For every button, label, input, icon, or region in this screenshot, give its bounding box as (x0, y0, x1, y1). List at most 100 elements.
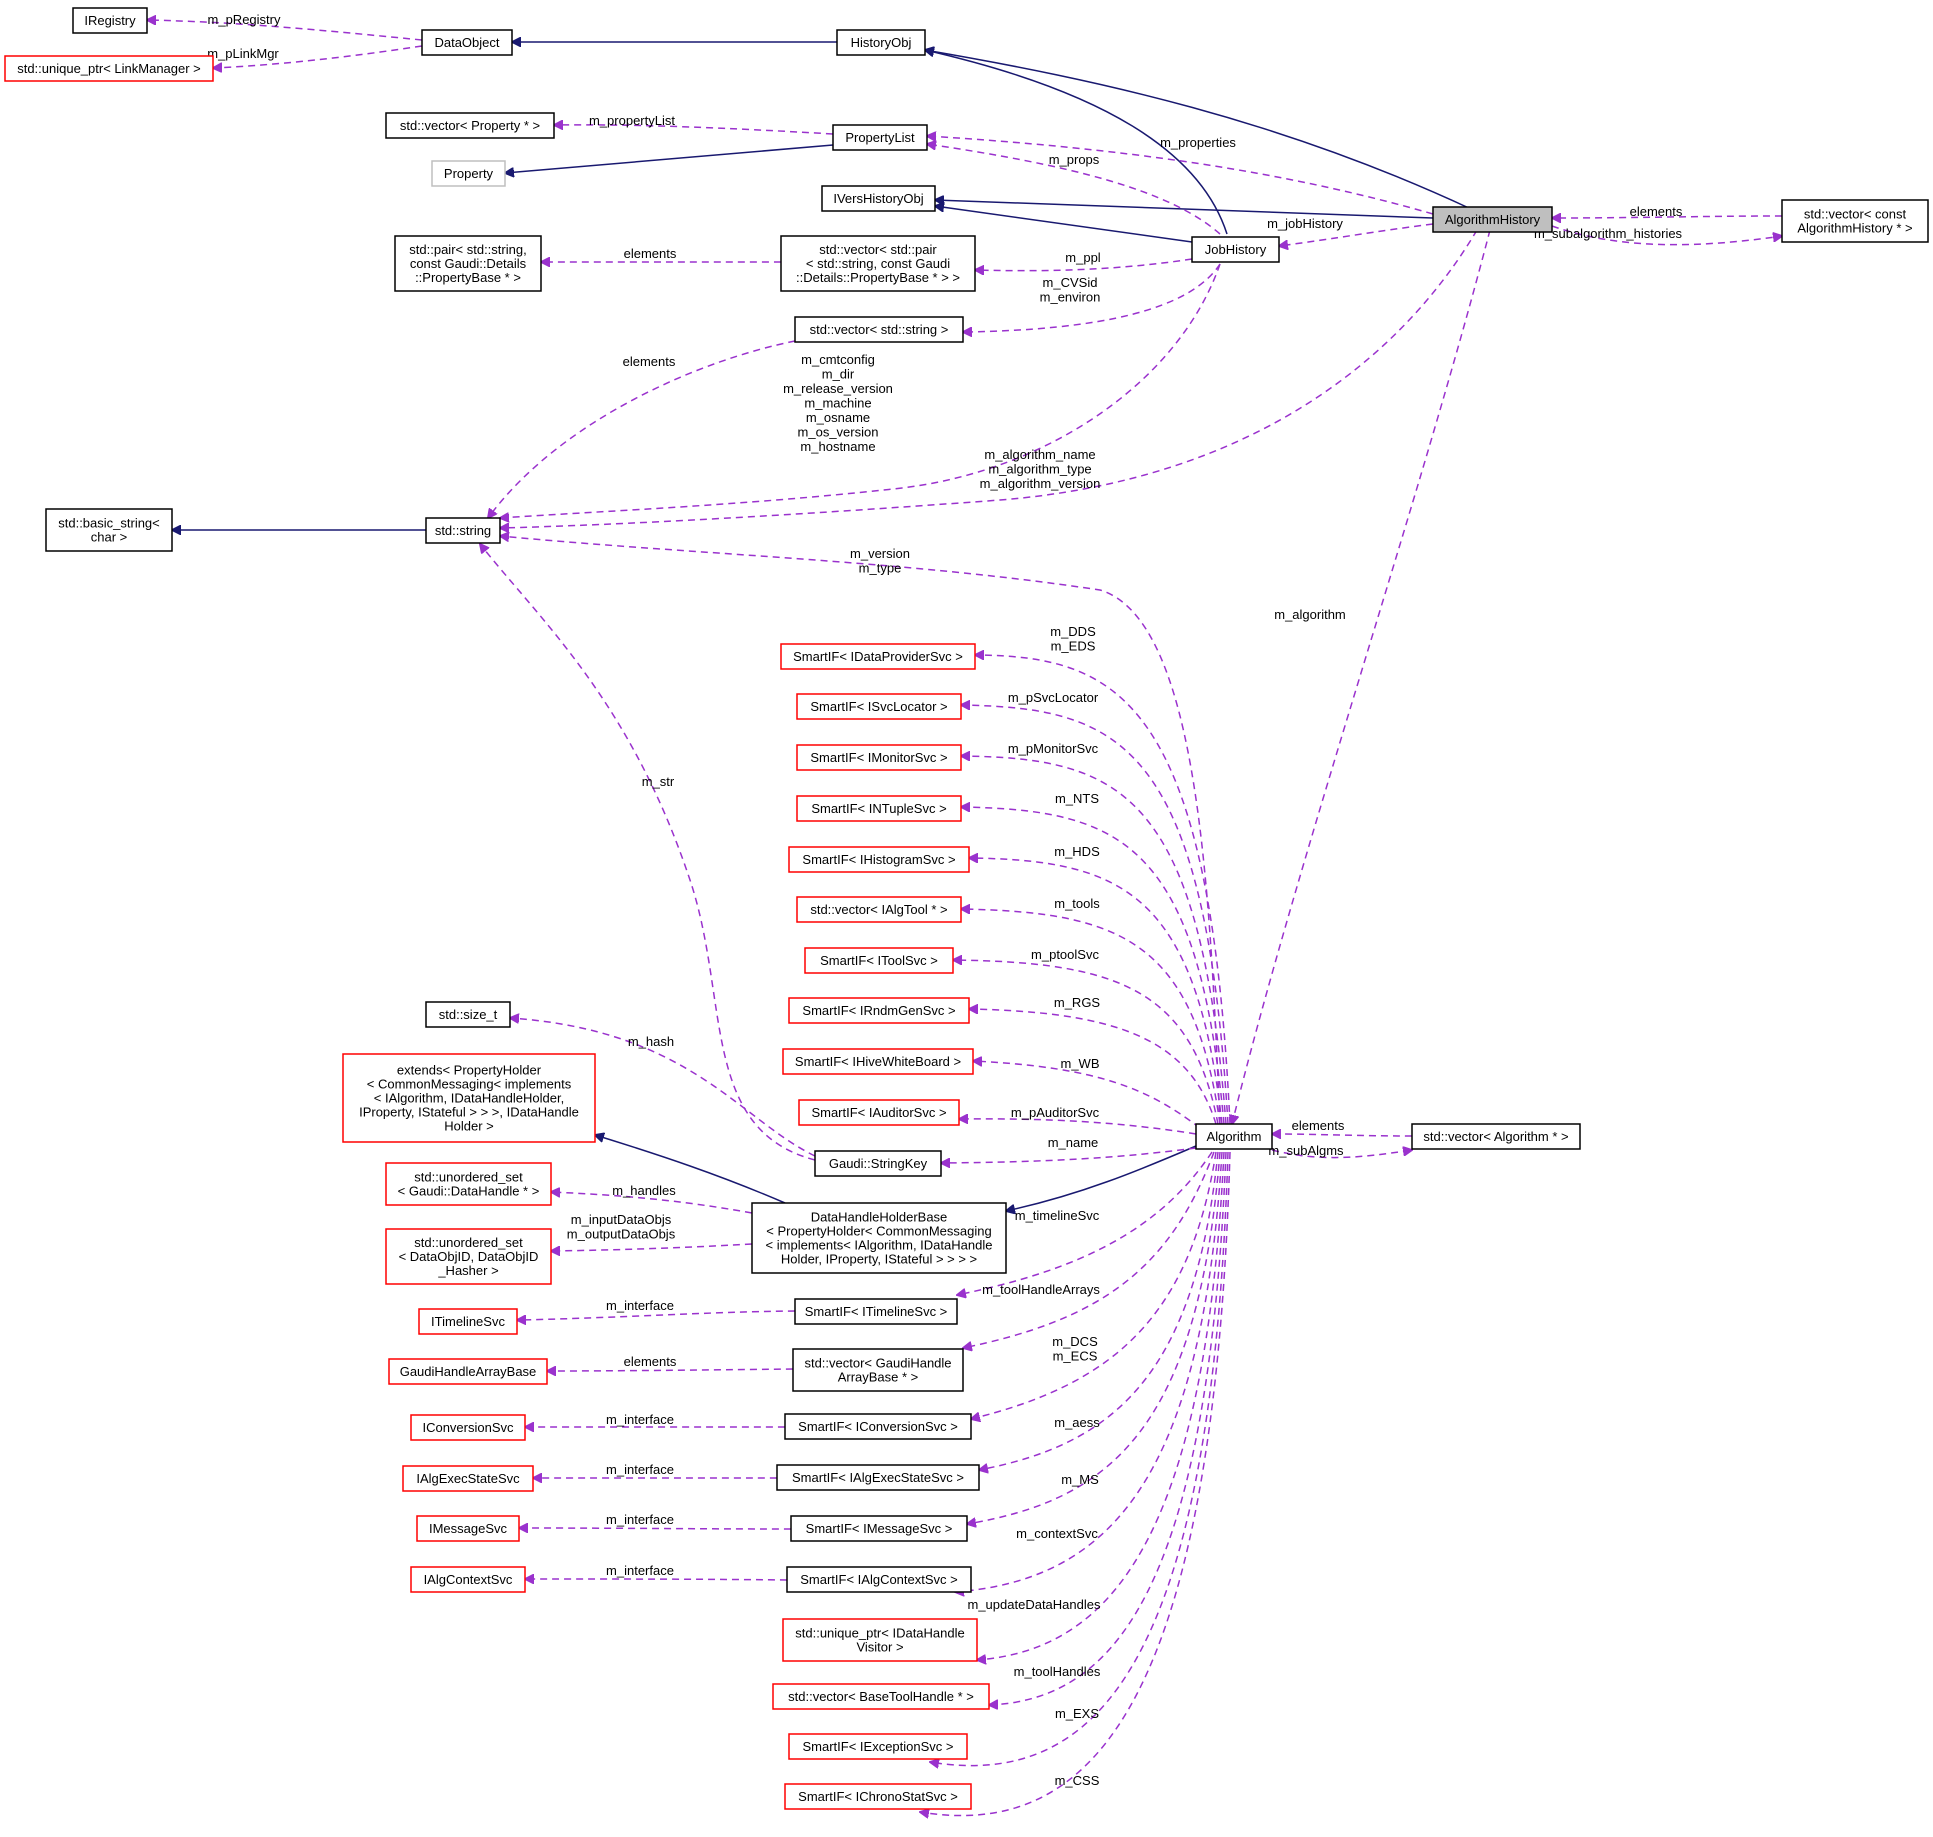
class-node-propertylist[interactable]: PropertyList (832, 124, 928, 151)
class-node-unordered-set-dataobjid[interactable]: std::unordered_set< DataObjID, DataObjID… (385, 1228, 552, 1285)
edge-label-line: m_MS (1061, 1472, 1099, 1487)
class-node-std-string[interactable]: std::string (425, 517, 501, 544)
class-node-iconversionsvc[interactable]: IConversionSvc (410, 1414, 526, 1441)
edge-label-m-interface-conversion: m_interface (606, 1412, 674, 1427)
class-node-gaudi-stringkey[interactable]: Gaudi::StringKey (814, 1150, 942, 1177)
edge-sifalgcontext-to-ialgcontextsvc: m_interface (525, 1563, 788, 1580)
edge-label-line: m_interface (606, 1298, 674, 1313)
class-node-historyobj[interactable]: HistoryObj (836, 29, 926, 56)
edge-label-line: m_interface (606, 1412, 674, 1427)
edge-label-m-name: m_name (1048, 1135, 1099, 1150)
class-node-smartif-imessagesvc[interactable]: SmartIF< IMessageSvc > (790, 1515, 968, 1542)
class-node-size-t[interactable]: std::size_t (425, 1001, 511, 1028)
edge-sifmessage-to-imessagesvc: m_interface (519, 1512, 792, 1529)
class-node-gaudihandlearraybase[interactable]: GaudiHandleArrayBase (388, 1358, 548, 1385)
class-node-smartif-irndmgensvc[interactable]: SmartIF< IRndmGenSvc > (788, 997, 970, 1024)
edge-label-line: m_cmtconfig (801, 352, 875, 367)
class-node-ialgcontextsvc[interactable]: IAlgContextSvc (410, 1566, 526, 1593)
edge-label-line: m_CVSid (1043, 275, 1098, 290)
edge-algorithm-to-datahandleholderbase (1006, 1145, 1197, 1211)
class-node-label-line: _Hasher > (437, 1263, 498, 1278)
class-node-smartif-intuplesvc[interactable]: SmartIF< INTupleSvc > (796, 795, 962, 822)
edge-algorithmhistory-to-jobhistory: m_jobHistory (1267, 216, 1434, 246)
class-node-pair-string-propertybase[interactable]: std::pair< std::string,const Gaudi::Deta… (394, 235, 542, 292)
class-node-smartif-iconversionsvc[interactable]: SmartIF< IConversionSvc > (784, 1413, 972, 1440)
edge-label-m-interface-message: m_interface (606, 1512, 674, 1527)
edge-label-line: m_name (1048, 1135, 1099, 1150)
class-node-smartif-iauditorsvc[interactable]: SmartIF< IAuditorSvc > (798, 1099, 960, 1126)
edge-label-line: m_contextSvc (1016, 1526, 1098, 1541)
edge-label-string-elements: elements (623, 354, 676, 369)
class-node-unique-ptr-linkmanager[interactable]: std::unique_ptr< LinkManager > (4, 55, 214, 82)
class-node-property[interactable]: Property (431, 160, 506, 187)
class-node-smartif-imonitorsvc[interactable]: SmartIF< IMonitorSvc > (796, 744, 962, 771)
class-node-ialgexecstatesvc[interactable]: IAlgExecStateSvc (402, 1465, 534, 1492)
class-node-label-line: SmartIF< IDataProviderSvc > (793, 649, 963, 664)
class-node-jobhistory[interactable]: JobHistory (1191, 236, 1280, 263)
class-node-label-line: std::vector< BaseToolHandle * > (788, 1689, 974, 1704)
class-node-basic-string[interactable]: std::basic_string<char > (45, 508, 173, 552)
class-node-smartif-ichronostatsvc[interactable]: SmartIF< IChronoStatSvc > (784, 1783, 972, 1810)
edge-label-m-interface-context: m_interface (606, 1563, 674, 1578)
class-node-smartif-idataprovidersvc[interactable]: SmartIF< IDataProviderSvc > (780, 643, 976, 670)
class-node-smartif-ihivewhiteboard[interactable]: SmartIF< IHiveWhiteBoard > (782, 1048, 974, 1075)
class-node-vector-gaudihandle[interactable]: std::vector< GaudiHandleArrayBase * > (792, 1348, 964, 1392)
class-node-algorithmhistory[interactable]: AlgorithmHistory (1432, 206, 1553, 233)
class-node-smartif-isvclocator[interactable]: SmartIF< ISvcLocator > (796, 693, 962, 720)
edge-algorithm-to-vector-basetoolhandle: m_toolHandles (989, 1151, 1227, 1705)
class-node-smartif-ialgexecstatesvc[interactable]: SmartIF< IAlgExecStateSvc > (776, 1464, 980, 1491)
class-node-label-line: std::vector< std::string > (810, 322, 949, 337)
class-node-smartif-itoolsvc[interactable]: SmartIF< IToolSvc > (804, 947, 954, 974)
class-node-vector-string[interactable]: std::vector< std::string > (794, 316, 964, 343)
edge-algorithm-to-sif-monitor: m_pMonitorSvc (961, 741, 1227, 1125)
class-node-label-line: std::unique_ptr< LinkManager > (17, 61, 201, 76)
edge-algorithmhistory-to-historyobj (925, 50, 1472, 210)
class-node-label-line: < CommonMessaging< implements (367, 1077, 572, 1092)
class-node-smartif-ihistogramsvc[interactable]: SmartIF< IHistogramSvc > (788, 846, 970, 873)
edge-label-line: m_version (850, 546, 910, 561)
class-node-smartif-iexceptionsvc[interactable]: SmartIF< IExceptionSvc > (788, 1733, 968, 1760)
class-node-label-line: const Gaudi::Details (410, 256, 527, 271)
class-node-vector-pair[interactable]: std::vector< std::pair< std::string, con… (780, 235, 976, 292)
edge-label-m-wb: m_WB (1061, 1056, 1100, 1071)
edge-jobhistory-to-iverhistoryobj (935, 206, 1193, 243)
class-node-vector-basetoolhandle[interactable]: std::vector< BaseToolHandle * > (772, 1683, 990, 1710)
edge-label-m-toolhandlearrays: m_toolHandleArrays (982, 1282, 1100, 1297)
edge-algorithm-to-sif-hivewb: m_WB (973, 1056, 1201, 1129)
class-node-label-line: IMessageSvc (429, 1521, 508, 1536)
class-node-label-line: Property (444, 166, 494, 181)
class-node-iverhistoryobj[interactable]: IVersHistoryObj (821, 185, 936, 212)
class-node-itimelinesvc[interactable]: ITimelineSvc (418, 1308, 518, 1335)
class-node-algorithm[interactable]: Algorithm (1195, 1123, 1273, 1150)
class-node-label-line: Gaudi::StringKey (829, 1156, 928, 1171)
edge-label-line: m_EDS (1051, 639, 1096, 654)
class-node-vector-ialgtool[interactable]: std::vector< IAlgTool * > (796, 896, 962, 923)
edge-label-line: m_subalgorithm_histories (1534, 226, 1683, 241)
edge-label-line: m_tools (1054, 896, 1100, 911)
class-node-extends-propertyholder[interactable]: extends< PropertyHolder< CommonMessaging… (342, 1053, 596, 1143)
class-node-label-line: std::basic_string< (58, 516, 160, 531)
class-node-label-line: IVersHistoryObj (833, 191, 923, 206)
edge-label-line: m_EXS (1055, 1706, 1099, 1721)
edge-label-line: m_properties (1160, 135, 1236, 150)
class-node-smartif-itimelinesvc[interactable]: SmartIF< ITimelineSvc > (794, 1298, 958, 1325)
class-node-dataobject[interactable]: DataObject (421, 29, 513, 56)
edge-label-m-interface-timeline: m_interface (606, 1298, 674, 1313)
class-node-vector-property[interactable]: std::vector< Property * > (385, 112, 555, 139)
class-node-vector-algorithm[interactable]: std::vector< Algorithm * > (1411, 1123, 1581, 1150)
class-node-label-line: SmartIF< ISvcLocator > (810, 699, 947, 714)
edge-label-m-algorithm: m_algorithm (1274, 607, 1346, 622)
class-node-imessagesvc[interactable]: IMessageSvc (416, 1515, 520, 1542)
class-node-iregistry[interactable]: IRegistry (72, 7, 148, 34)
class-node-label-line: < IAlgorithm, IDataHandleHolder, (374, 1091, 564, 1106)
class-node-unordered-set-datahandle[interactable]: std::unordered_set< Gaudi::DataHandle * … (385, 1162, 552, 1206)
class-node-smartif-ialgcontextsvc[interactable]: SmartIF< IAlgContextSvc > (786, 1566, 972, 1593)
edge-label-line: elements (1630, 204, 1683, 219)
edge-propertylist-to-property (505, 144, 834, 173)
class-node-datahandleholderbase[interactable]: DataHandleHolderBase< PropertyHolder< Co… (751, 1202, 1007, 1274)
class-node-label-line: IRegistry (84, 13, 136, 28)
